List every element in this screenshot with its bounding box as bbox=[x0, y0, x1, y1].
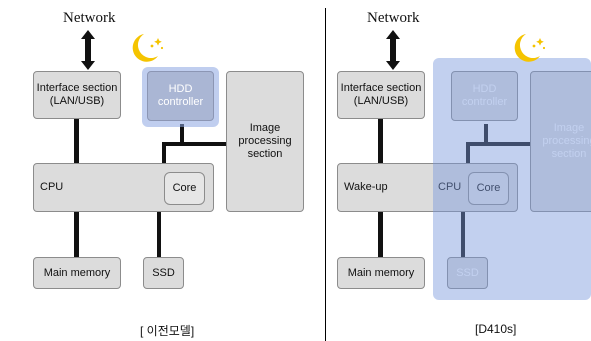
network-label: Network bbox=[367, 10, 420, 26]
wire-cpu-ssd bbox=[157, 212, 161, 258]
interface-section: Interface section (LAN/USB) bbox=[33, 71, 121, 119]
ssd: SSD bbox=[143, 257, 184, 289]
wire-image-horizontal bbox=[162, 142, 226, 146]
main-memory: Main memory bbox=[337, 257, 425, 289]
core-block: Core bbox=[164, 172, 205, 205]
wire-interface-cpu bbox=[74, 118, 79, 164]
ssd: SSD bbox=[447, 257, 488, 289]
image-processing-section: Image processing section bbox=[226, 71, 304, 212]
core-block: Core bbox=[468, 172, 509, 205]
wire-cpu-memory bbox=[74, 212, 79, 258]
double-arrow-icon bbox=[386, 30, 400, 70]
hdd-controller: HDD controller bbox=[147, 71, 214, 121]
double-arrow-icon bbox=[81, 30, 95, 70]
panel-divider bbox=[325, 8, 326, 341]
image-processing-section: Image processing section bbox=[530, 71, 591, 212]
wire-hdd-down bbox=[180, 124, 184, 146]
main-memory: Main memory bbox=[33, 257, 121, 289]
sleep-area-overlay bbox=[433, 58, 591, 300]
left-caption: [ 이전모델] bbox=[140, 324, 195, 338]
hdd-controller: HDD controller bbox=[451, 71, 518, 121]
wire-to-cpu bbox=[162, 142, 166, 164]
wire-image-horizontal bbox=[466, 142, 530, 146]
wire-interface-wake bbox=[378, 118, 383, 164]
cpu-label: CPU bbox=[438, 181, 462, 193]
moon-stars-icon bbox=[514, 34, 546, 62]
wire-hdd-down bbox=[484, 124, 488, 146]
wire-wake-memory bbox=[378, 212, 383, 258]
wire-cpu-ssd bbox=[461, 212, 465, 258]
interface-section: Interface section (LAN/USB) bbox=[337, 71, 425, 119]
right-caption: [D410s] bbox=[475, 322, 517, 336]
network-label: Network bbox=[63, 10, 116, 26]
moon-stars-icon bbox=[132, 34, 164, 62]
wire-to-cpu bbox=[466, 142, 470, 164]
